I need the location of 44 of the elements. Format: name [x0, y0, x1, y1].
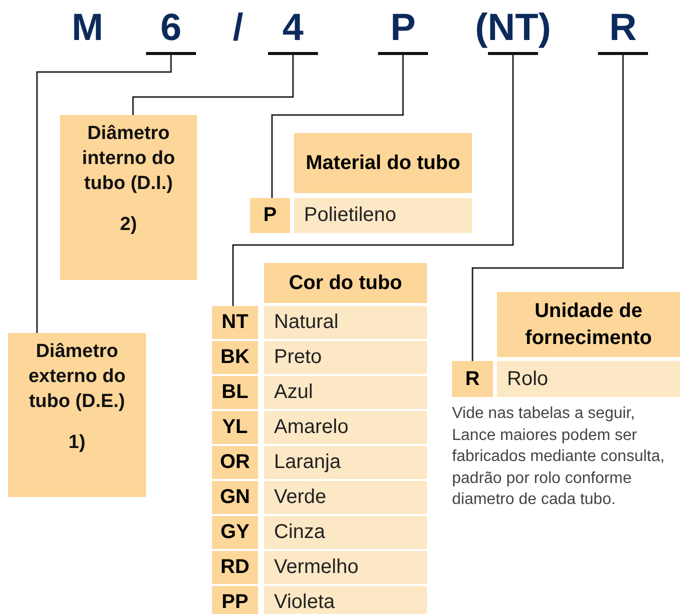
code-cell: P: [250, 198, 290, 233]
table-header: Material do tubo: [294, 133, 472, 193]
code-letter: 6: [159, 8, 183, 48]
table-cell: BK: [212, 341, 258, 374]
note-text: Vide nas tabelas a seguir, Lance maiores podem ser fabricados mediante consulta, padrão por rolo conforme diametro de cada tubo.: [452, 404, 666, 510]
code-cell: NT: [212, 306, 258, 339]
code-letter: /: [232, 8, 244, 48]
leader-line: [271, 55, 404, 198]
table-cell: Natural: [264, 306, 427, 339]
label-box: [8, 333, 146, 497]
box-title: Diâmetro interno do tubo (D.I.): [81, 122, 176, 196]
table-cell: Amarelo: [264, 411, 427, 444]
leader-line: [36, 55, 172, 333]
table-cell: Preto: [264, 341, 427, 374]
label-box: [60, 115, 197, 280]
table-cell: Polietileno: [294, 198, 472, 233]
leader-line: [232, 55, 514, 306]
table-cell: Verde: [264, 481, 427, 514]
table-cell: Laranja: [264, 446, 427, 479]
leader-line: [132, 55, 294, 115]
box-title: Diâmetro externo do tubo (D.E.): [27, 340, 127, 414]
table-cell: YL: [212, 411, 258, 444]
code-letter: P: [389, 8, 417, 48]
table-cell: Vermelho: [264, 551, 427, 584]
table-cell: GY: [212, 516, 258, 549]
table-header: Cor do tubo: [264, 263, 427, 303]
code-letter: 4: [281, 8, 305, 48]
leader-line: [472, 55, 624, 361]
code-cell: R: [452, 361, 493, 397]
table-cell: BL: [212, 376, 258, 409]
code-letter: (NT): [474, 8, 552, 48]
code-letter: R: [608, 8, 638, 48]
table-cell: OR: [212, 446, 258, 479]
footnote-number: 1): [68, 431, 86, 455]
table-cell: Cinza: [264, 516, 427, 549]
table-cell: PP: [212, 586, 258, 614]
table-cell: Azul: [264, 376, 427, 409]
table-cell: Rolo: [497, 361, 680, 397]
table-cell: Violeta: [264, 586, 427, 614]
table-cell: RD: [212, 551, 258, 584]
code-letter: M: [70, 8, 104, 48]
footnote-number: 2): [119, 213, 138, 237]
table-header: Unidade de fornecimento: [497, 292, 680, 357]
table-cell: GN: [212, 481, 258, 514]
